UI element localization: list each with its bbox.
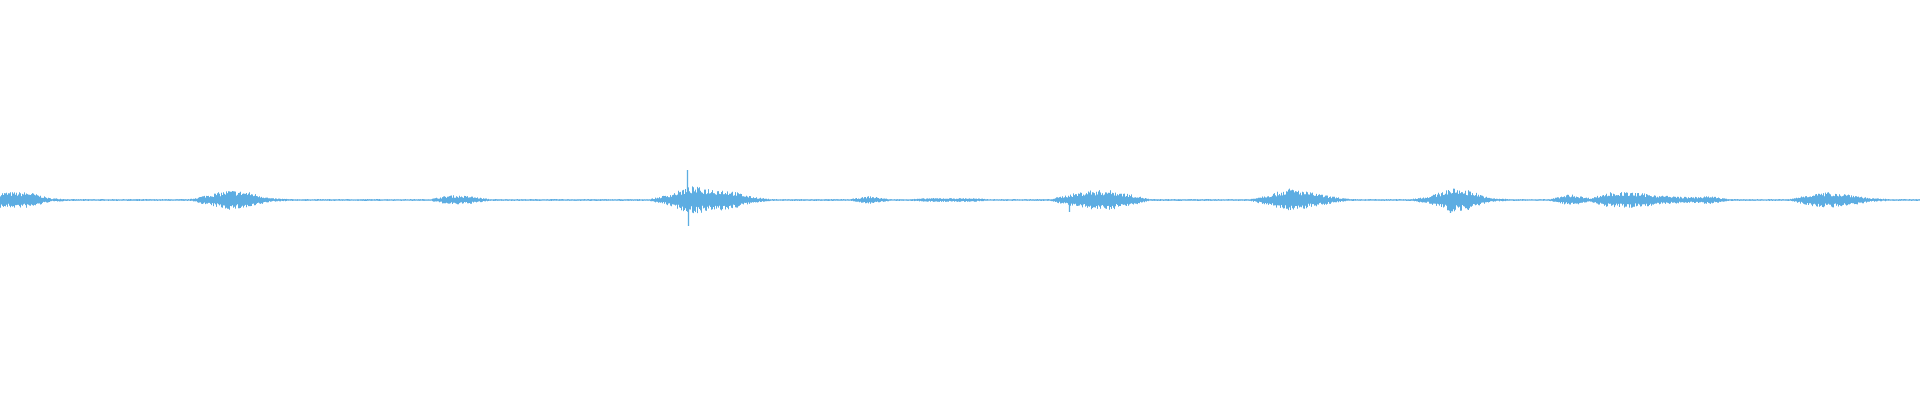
waveform-bin <box>700 189 720 213</box>
waveform-bin <box>1280 188 1300 211</box>
waveform-bin <box>720 190 740 211</box>
waveform-bins <box>0 170 1920 226</box>
waveform-bin <box>740 193 760 205</box>
waveform-bin <box>1420 192 1440 206</box>
